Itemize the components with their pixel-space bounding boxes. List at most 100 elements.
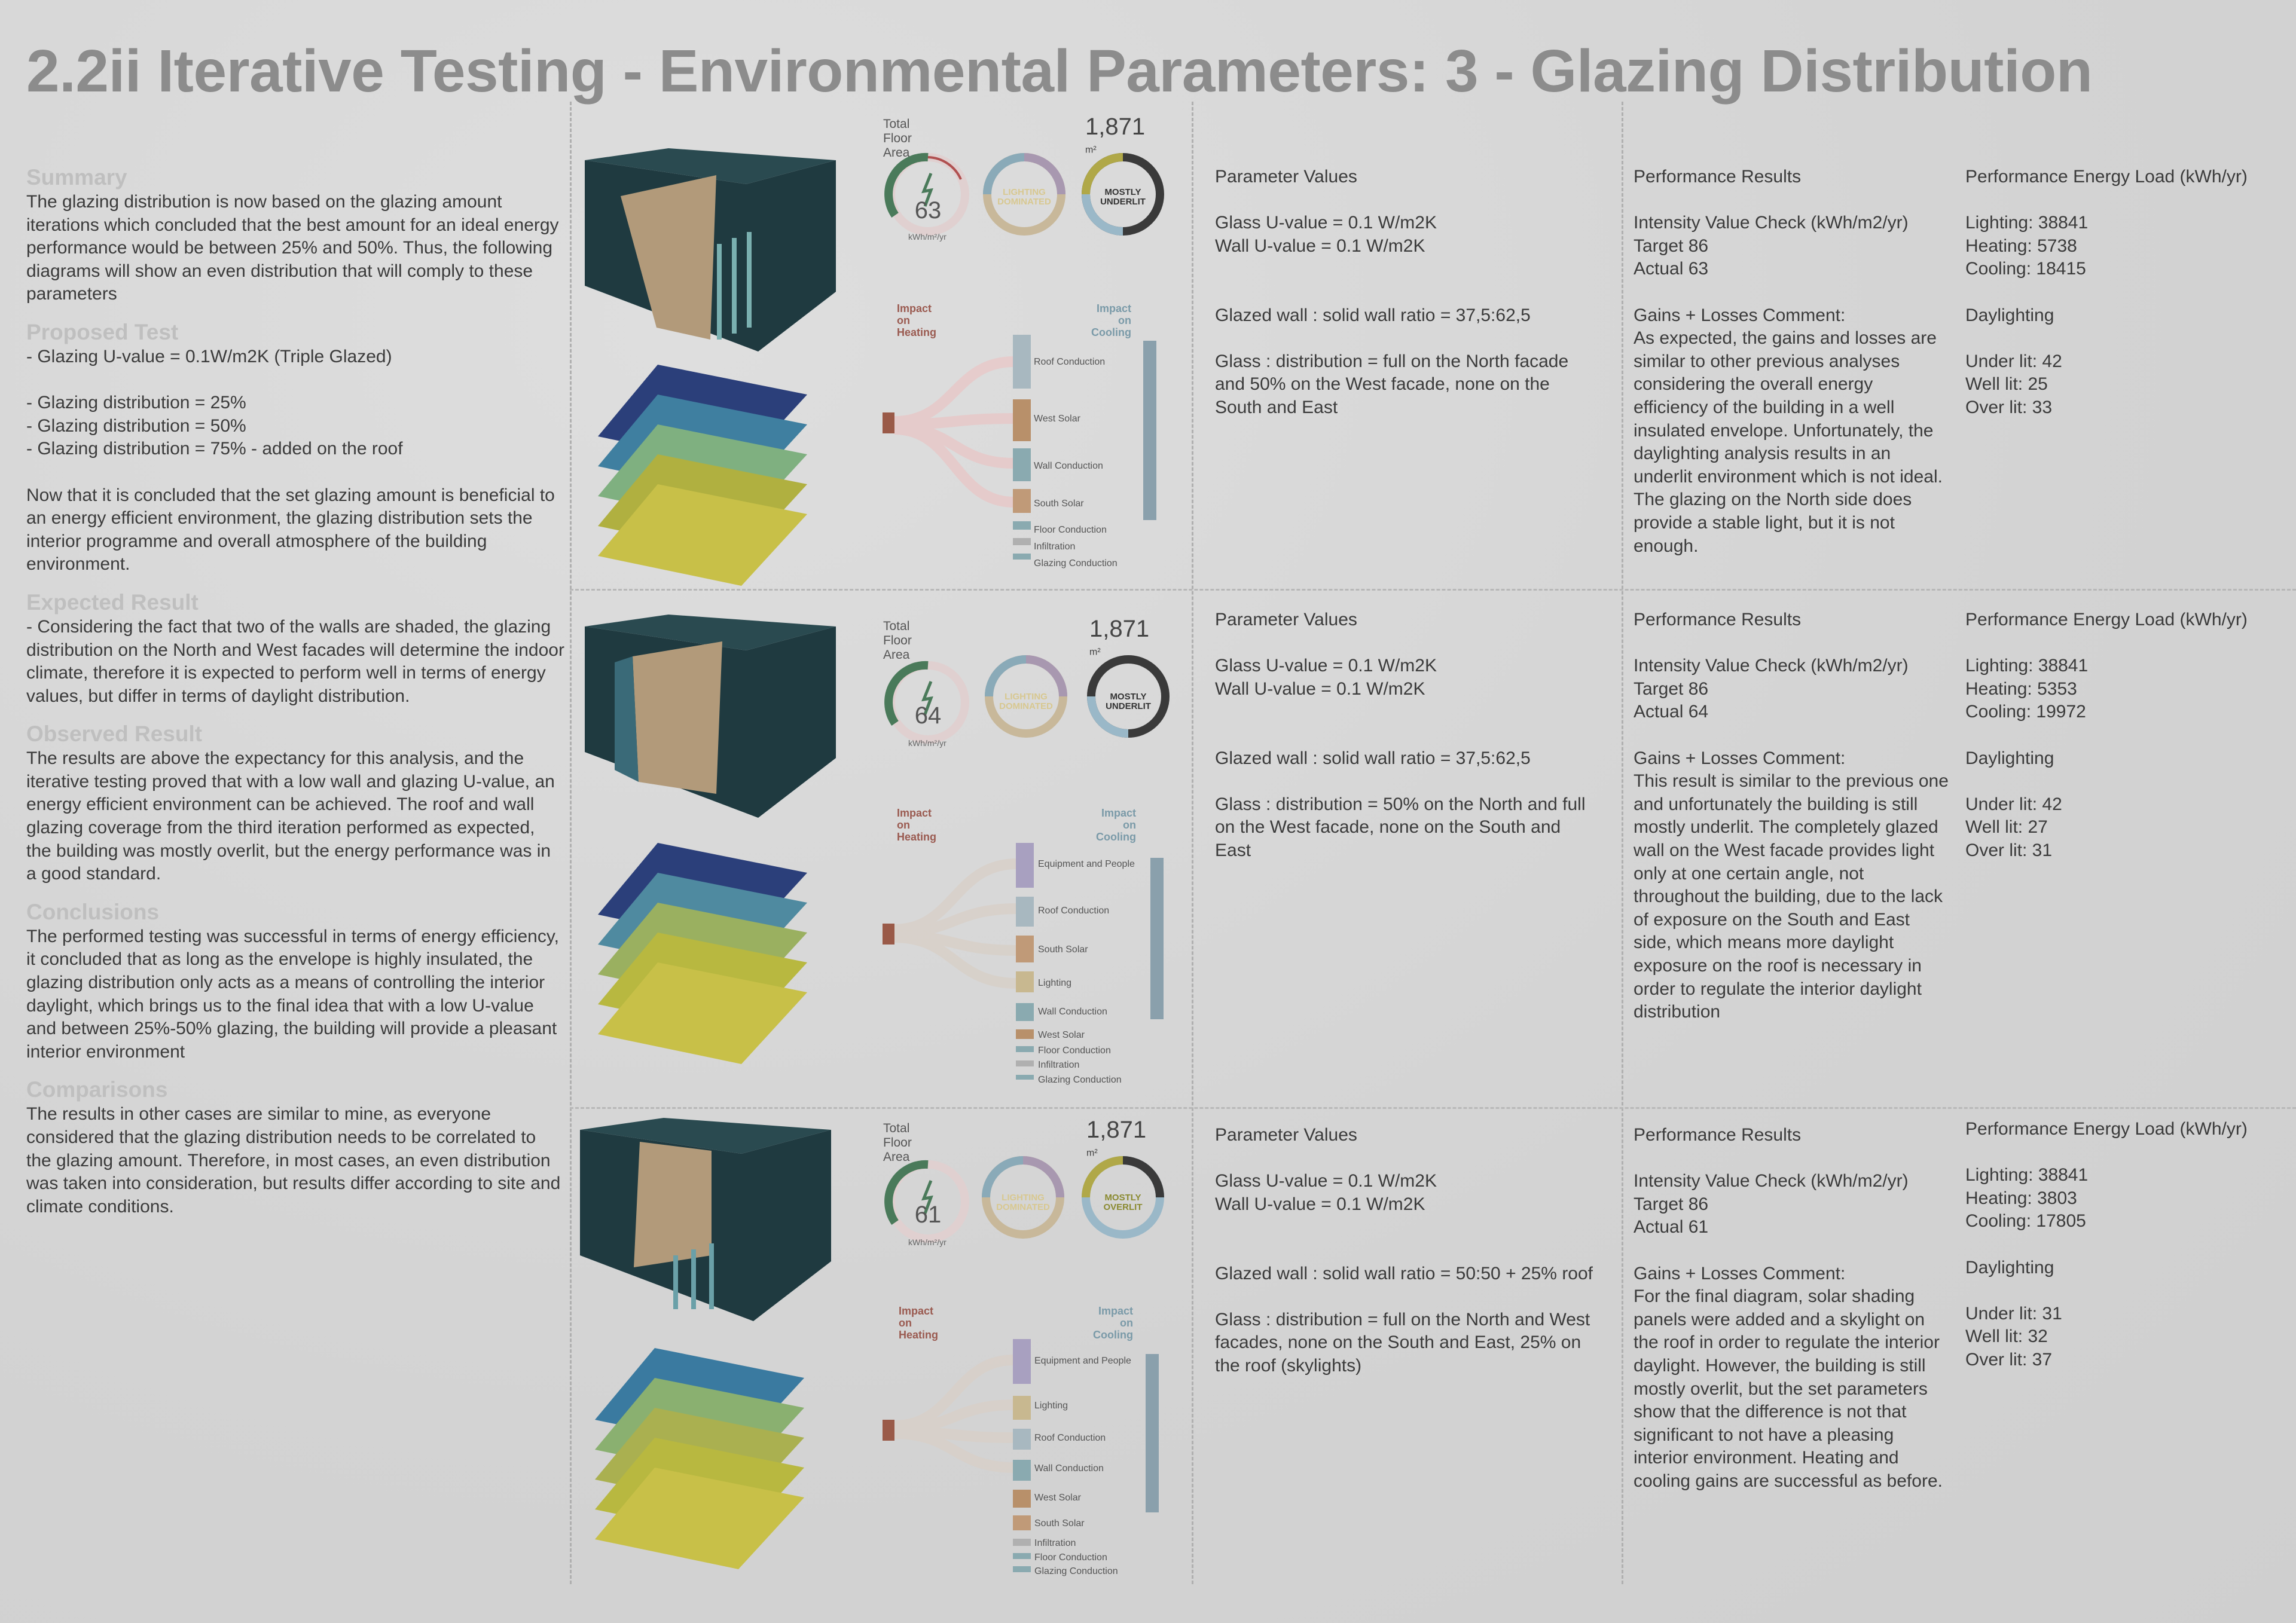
performance-results-2: Performance Results Intensity Value Chec…: [1634, 610, 1949, 1022]
eui-unit-1: kWh/m²/yr: [908, 232, 947, 242]
sankey-label: South Solar: [1034, 499, 1084, 509]
parameter-values-1: Parameter Values Glass U-value = 0.1 W/m…: [1215, 167, 1569, 417]
sankey-label: Infiltration: [1038, 1060, 1080, 1070]
daylight-slices-1: [598, 365, 807, 586]
conclusions-heading: Conclusions: [26, 899, 160, 924]
sankey-label: Infiltration: [1034, 1538, 1076, 1548]
eui-value-1: 63: [914, 197, 942, 224]
tfa-unit-1: m²: [1085, 145, 1097, 155]
eui-gauge-2: [884, 661, 969, 744]
eui-value-2: 64: [914, 702, 942, 729]
parameter-values-3: Parameter Values Glass U-value = 0.1 W/m…: [1215, 1125, 1593, 1376]
sankey-label: Lighting: [1034, 1401, 1068, 1411]
daylight-ring-label-1: MOSTLY UNDERLIT: [1100, 187, 1146, 207]
tfa-unit-3: m²: [1086, 1148, 1098, 1159]
sankey-label: Floor Conduction: [1034, 525, 1107, 535]
sankey-label: Glazing Conduction: [1038, 1075, 1122, 1085]
summary-text: The glazing distribution is now based on…: [26, 192, 559, 304]
comparisons-heading: Comparisons: [26, 1077, 168, 1102]
lighting-ring-2: [985, 655, 1067, 738]
lighting-ring-3: [982, 1156, 1064, 1239]
daylight-slices-2: [598, 843, 807, 1064]
sankey-2: [883, 843, 1164, 1080]
impact-cooling-2: Impact on Cooling: [1096, 807, 1136, 843]
building-model-2: [585, 615, 836, 818]
daylight-ring-label-3: MOSTLY OVERLIT: [1103, 1193, 1143, 1212]
sankey-label: Wall Conduction: [1034, 461, 1103, 471]
sankey-label: South Solar: [1038, 945, 1088, 955]
tfa-number-1: 1,871: [1085, 114, 1146, 140]
tfa-number-3: 1,871: [1086, 1117, 1147, 1143]
eui-gauge-1: [884, 152, 969, 236]
building-model-3: [580, 1118, 831, 1321]
sankey-label: West Solar: [1038, 1030, 1085, 1040]
proposed-text: - Glazing U-value = 0.1W/m2K (Triple Gla…: [26, 346, 555, 574]
sankey-label: Equipment and People: [1038, 859, 1135, 869]
impact-heating-3: Impact on Heating: [899, 1305, 939, 1341]
sankey-label: Floor Conduction: [1038, 1046, 1111, 1056]
impact-heating-1: Impact on Heating: [897, 302, 937, 338]
daylight-ring-3: [1082, 1156, 1164, 1239]
tfa-label-3: Total Floor Area: [883, 1121, 912, 1164]
sankey-label: Equipment and People: [1034, 1356, 1131, 1366]
tfa-value-3: 1,871 m²: [1086, 1117, 1146, 1170]
tfa-unit-2: m²: [1089, 647, 1101, 658]
sankey-label: Roof Conduction: [1034, 357, 1106, 367]
sankey-label: West Solar: [1034, 1493, 1081, 1503]
tfa-value-2: 1,871 m²: [1089, 616, 1149, 670]
lighting-ring-label-3: LIGHTING DOMINATED: [996, 1193, 1050, 1212]
impact-cooling-1: Impact on Cooling: [1091, 302, 1131, 338]
divider-row-2: [570, 1107, 2296, 1109]
building-model-1: [585, 148, 836, 352]
daylight-ring-label-2: MOSTLY UNDERLIT: [1106, 692, 1151, 711]
observed-text: The results are above the expectancy for…: [26, 748, 555, 884]
left-column: Summary The glazing distribution is now …: [26, 164, 564, 1218]
sankey-label: Wall Conduction: [1034, 1463, 1104, 1474]
sankey-label: South Solar: [1034, 1518, 1085, 1529]
sankey-1: [883, 335, 1156, 560]
page-title: 2.2ii Iterative Testing - Environmental …: [26, 38, 2093, 105]
energy-load-1: Performance Energy Load (kWh/yr) Lightin…: [1965, 167, 2248, 417]
impact-cooling-3: Impact on Cooling: [1093, 1305, 1133, 1341]
observed-heading: Observed Result: [26, 722, 203, 747]
daylight-ring-2: [1087, 655, 1170, 738]
sankey-label: Roof Conduction: [1034, 1433, 1106, 1443]
daylight-ring-1: [1082, 153, 1164, 236]
sankey-label: Lighting: [1038, 978, 1072, 988]
impact-heating-2: Impact on Heating: [897, 807, 937, 843]
performance-results-3: Performance Results Intensity Value Chec…: [1634, 1125, 1943, 1491]
tfa-label-1: Total Floor Area: [883, 117, 912, 160]
summary-heading: Summary: [26, 165, 127, 189]
sankey-label: Glazing Conduction: [1034, 558, 1118, 568]
divider-right: [1622, 102, 1623, 1584]
eui-unit-3: kWh/m²/yr: [908, 1237, 947, 1247]
eui-gauge-3: [884, 1160, 969, 1243]
sankey-label: Roof Conduction: [1038, 906, 1110, 916]
energy-load-3: Performance Energy Load (kWh/yr) Lightin…: [1965, 1119, 2248, 1370]
daylight-slices-3: [595, 1348, 804, 1569]
sankey-label: Glazing Conduction: [1034, 1566, 1118, 1576]
divider-row-1: [570, 589, 2296, 591]
tfa-value-1: 1,871 m²: [1085, 114, 1145, 167]
performance-results-1: Performance Results Intensity Value Chec…: [1634, 167, 1943, 556]
divider-left: [570, 102, 572, 1584]
lighting-ring-label-1: LIGHTING DOMINATED: [997, 187, 1051, 207]
proposed-heading: Proposed Test: [26, 319, 179, 344]
sankey-label: Floor Conduction: [1034, 1552, 1107, 1563]
comparisons-text: The results in other cases are similar t…: [26, 1104, 561, 1217]
parameter-values-2: Parameter Values Glass U-value = 0.1 W/m…: [1215, 610, 1586, 860]
tfa-label-2: Total Floor Area: [883, 619, 912, 662]
eui-unit-2: kWh/m²/yr: [908, 738, 947, 748]
sankey-label: Infiltration: [1034, 542, 1076, 552]
divider-mid: [1192, 102, 1193, 1584]
energy-load-2: Performance Energy Load (kWh/yr) Lightin…: [1965, 610, 2248, 860]
conclusions-text: The performed testing was successful in …: [26, 926, 559, 1062]
sankey-3: [883, 1339, 1159, 1572]
expected-heading: Expected Result: [26, 589, 199, 615]
sankey-label: Wall Conduction: [1038, 1007, 1107, 1017]
expected-text: - Considering the fact that two of the w…: [26, 616, 564, 706]
sankey-label: West Solar: [1034, 414, 1080, 424]
eui-value-3: 61: [914, 1202, 942, 1228]
tfa-number-2: 1,871: [1089, 616, 1150, 642]
lighting-ring-label-2: LIGHTING DOMINATED: [999, 692, 1053, 711]
